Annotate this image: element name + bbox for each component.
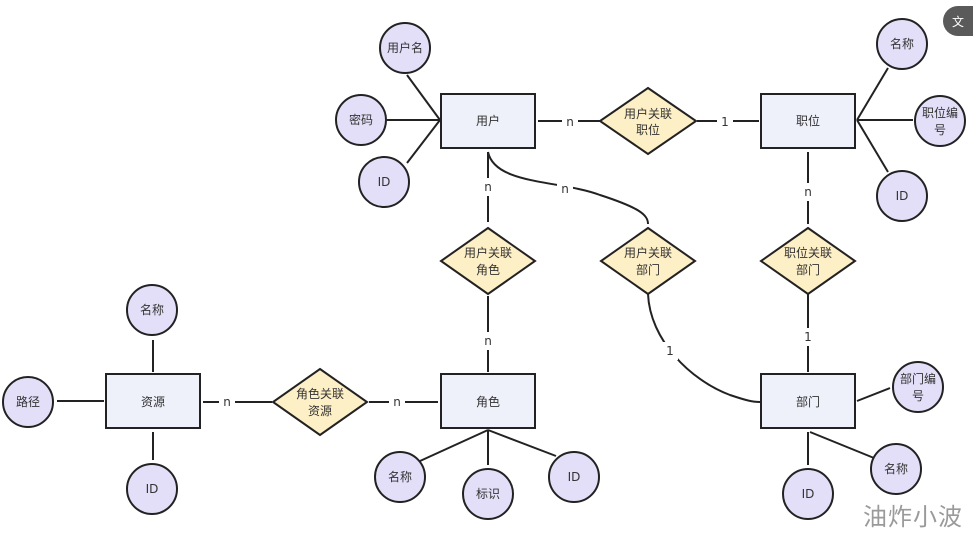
relationship-user-department[interactable]: 用户关联 部门 xyxy=(599,226,697,296)
relationship-role-resource-label-2: 资源 xyxy=(308,404,332,418)
card-user-position-position: 1 xyxy=(721,115,729,129)
attribute-label: ID xyxy=(802,487,815,501)
card-user-role-user: n xyxy=(484,180,492,194)
card-user-role-role: n xyxy=(484,334,492,348)
edge-user-rel-ud xyxy=(487,151,649,225)
edge-user-username xyxy=(406,74,441,121)
attribute-department-name[interactable]: 名称 xyxy=(870,443,922,495)
watermark: 油炸小波 xyxy=(863,503,963,531)
attribute-resource-path[interactable]: 路径 xyxy=(2,376,54,428)
attribute-label: 号 xyxy=(912,389,924,403)
entity-role[interactable]: 角色 xyxy=(440,373,536,429)
attribute-resource-id[interactable]: ID xyxy=(126,463,178,515)
entity-position[interactable]: 职位 xyxy=(760,93,856,149)
translate-icon[interactable]: 文 xyxy=(943,6,973,36)
attribute-position-name[interactable]: 名称 xyxy=(876,18,928,70)
attribute-label: ID xyxy=(896,189,909,203)
relationship-user-position[interactable]: 用户关联 职位 xyxy=(598,86,698,156)
attribute-label: 名称 xyxy=(890,36,914,51)
relationship-user-role-label-1: 用户关联 xyxy=(464,245,512,260)
attribute-role-name[interactable]: 名称 xyxy=(374,451,426,503)
attribute-position-id[interactable]: ID xyxy=(876,170,928,222)
card-user-department-user: n xyxy=(561,182,569,196)
attribute-role-id[interactable]: ID xyxy=(548,451,600,503)
entity-department[interactable]: 部门 xyxy=(760,373,856,429)
attribute-resource-name[interactable]: 名称 xyxy=(126,284,178,336)
translate-icon-glyph: 文 xyxy=(951,14,964,29)
attribute-department-id[interactable]: ID xyxy=(782,468,834,520)
entity-resource[interactable]: 资源 xyxy=(105,373,201,429)
card-position-department-position: n xyxy=(804,185,812,199)
attribute-label: 用户名 xyxy=(387,40,423,55)
attribute-label: 号 xyxy=(934,123,946,137)
entity-resource-label: 资源 xyxy=(141,395,165,409)
attribute-label: 名称 xyxy=(884,461,908,476)
attribute-position-code[interactable]: 职位编 号 xyxy=(914,95,966,147)
relationship-user-department-label-1: 用户关联 xyxy=(624,245,672,260)
edge-department-name xyxy=(809,431,875,459)
card-user-department-department: 1 xyxy=(666,344,674,358)
edge-position-id xyxy=(856,119,889,173)
relationship-user-position-label-1: 用户关联 xyxy=(624,106,672,121)
entity-user-label: 用户 xyxy=(476,113,500,128)
attribute-label: 密码 xyxy=(349,112,373,127)
attribute-label: 名称 xyxy=(140,302,164,317)
attribute-label: 名称 xyxy=(388,469,412,484)
relationship-user-department-label-2: 部门 xyxy=(636,262,660,277)
attribute-label: 职位编 xyxy=(922,105,958,120)
relationship-user-position-label-2: 职位 xyxy=(636,122,660,137)
entity-department-label: 部门 xyxy=(796,394,820,409)
attribute-label: ID xyxy=(568,470,581,484)
edge-department-code xyxy=(856,387,891,402)
attribute-label: 部门编 xyxy=(900,371,936,386)
relationship-position-department-label-1: 职位关联 xyxy=(784,245,832,260)
relationship-position-department-label-2: 部门 xyxy=(796,262,820,277)
attribute-label: ID xyxy=(378,175,391,189)
relationship-role-resource[interactable]: 角色关联 资源 xyxy=(271,367,369,437)
attribute-user-password[interactable]: 密码 xyxy=(335,94,387,146)
entity-position-label: 职位 xyxy=(796,113,820,128)
attribute-department-code[interactable]: 部门编 号 xyxy=(892,361,944,413)
edge-role-name xyxy=(419,429,489,462)
attribute-user-id[interactable]: ID xyxy=(358,156,410,208)
card-position-department-department: 1 xyxy=(804,330,812,344)
edge-position-name xyxy=(856,67,889,121)
relationship-user-role-label-2: 角色 xyxy=(476,263,500,277)
entity-user[interactable]: 用户 xyxy=(440,93,536,149)
edge-role-id xyxy=(487,429,557,457)
entity-role-label: 角色 xyxy=(476,395,500,409)
attribute-role-key[interactable]: 标识 xyxy=(462,468,514,520)
attribute-user-username[interactable]: 用户名 xyxy=(379,22,431,74)
relationship-role-resource-label-1: 角色关联 xyxy=(296,387,344,401)
attribute-label: 标识 xyxy=(476,487,500,501)
card-user-position-user: n xyxy=(566,115,574,129)
card-role-resource-role: n xyxy=(393,395,401,409)
edge-rel-ud-department xyxy=(647,293,761,403)
relationship-position-department[interactable]: 职位关联 部门 xyxy=(759,226,857,296)
relationship-user-role[interactable]: 用户关联 角色 xyxy=(439,226,537,296)
cardinalities: n 1 n n n 1 n 1 n n xyxy=(219,112,816,411)
attribute-label: 路径 xyxy=(16,394,40,409)
edge-user-id xyxy=(406,119,441,164)
card-role-resource-resource: n xyxy=(223,395,231,409)
attribute-label: ID xyxy=(146,482,159,496)
